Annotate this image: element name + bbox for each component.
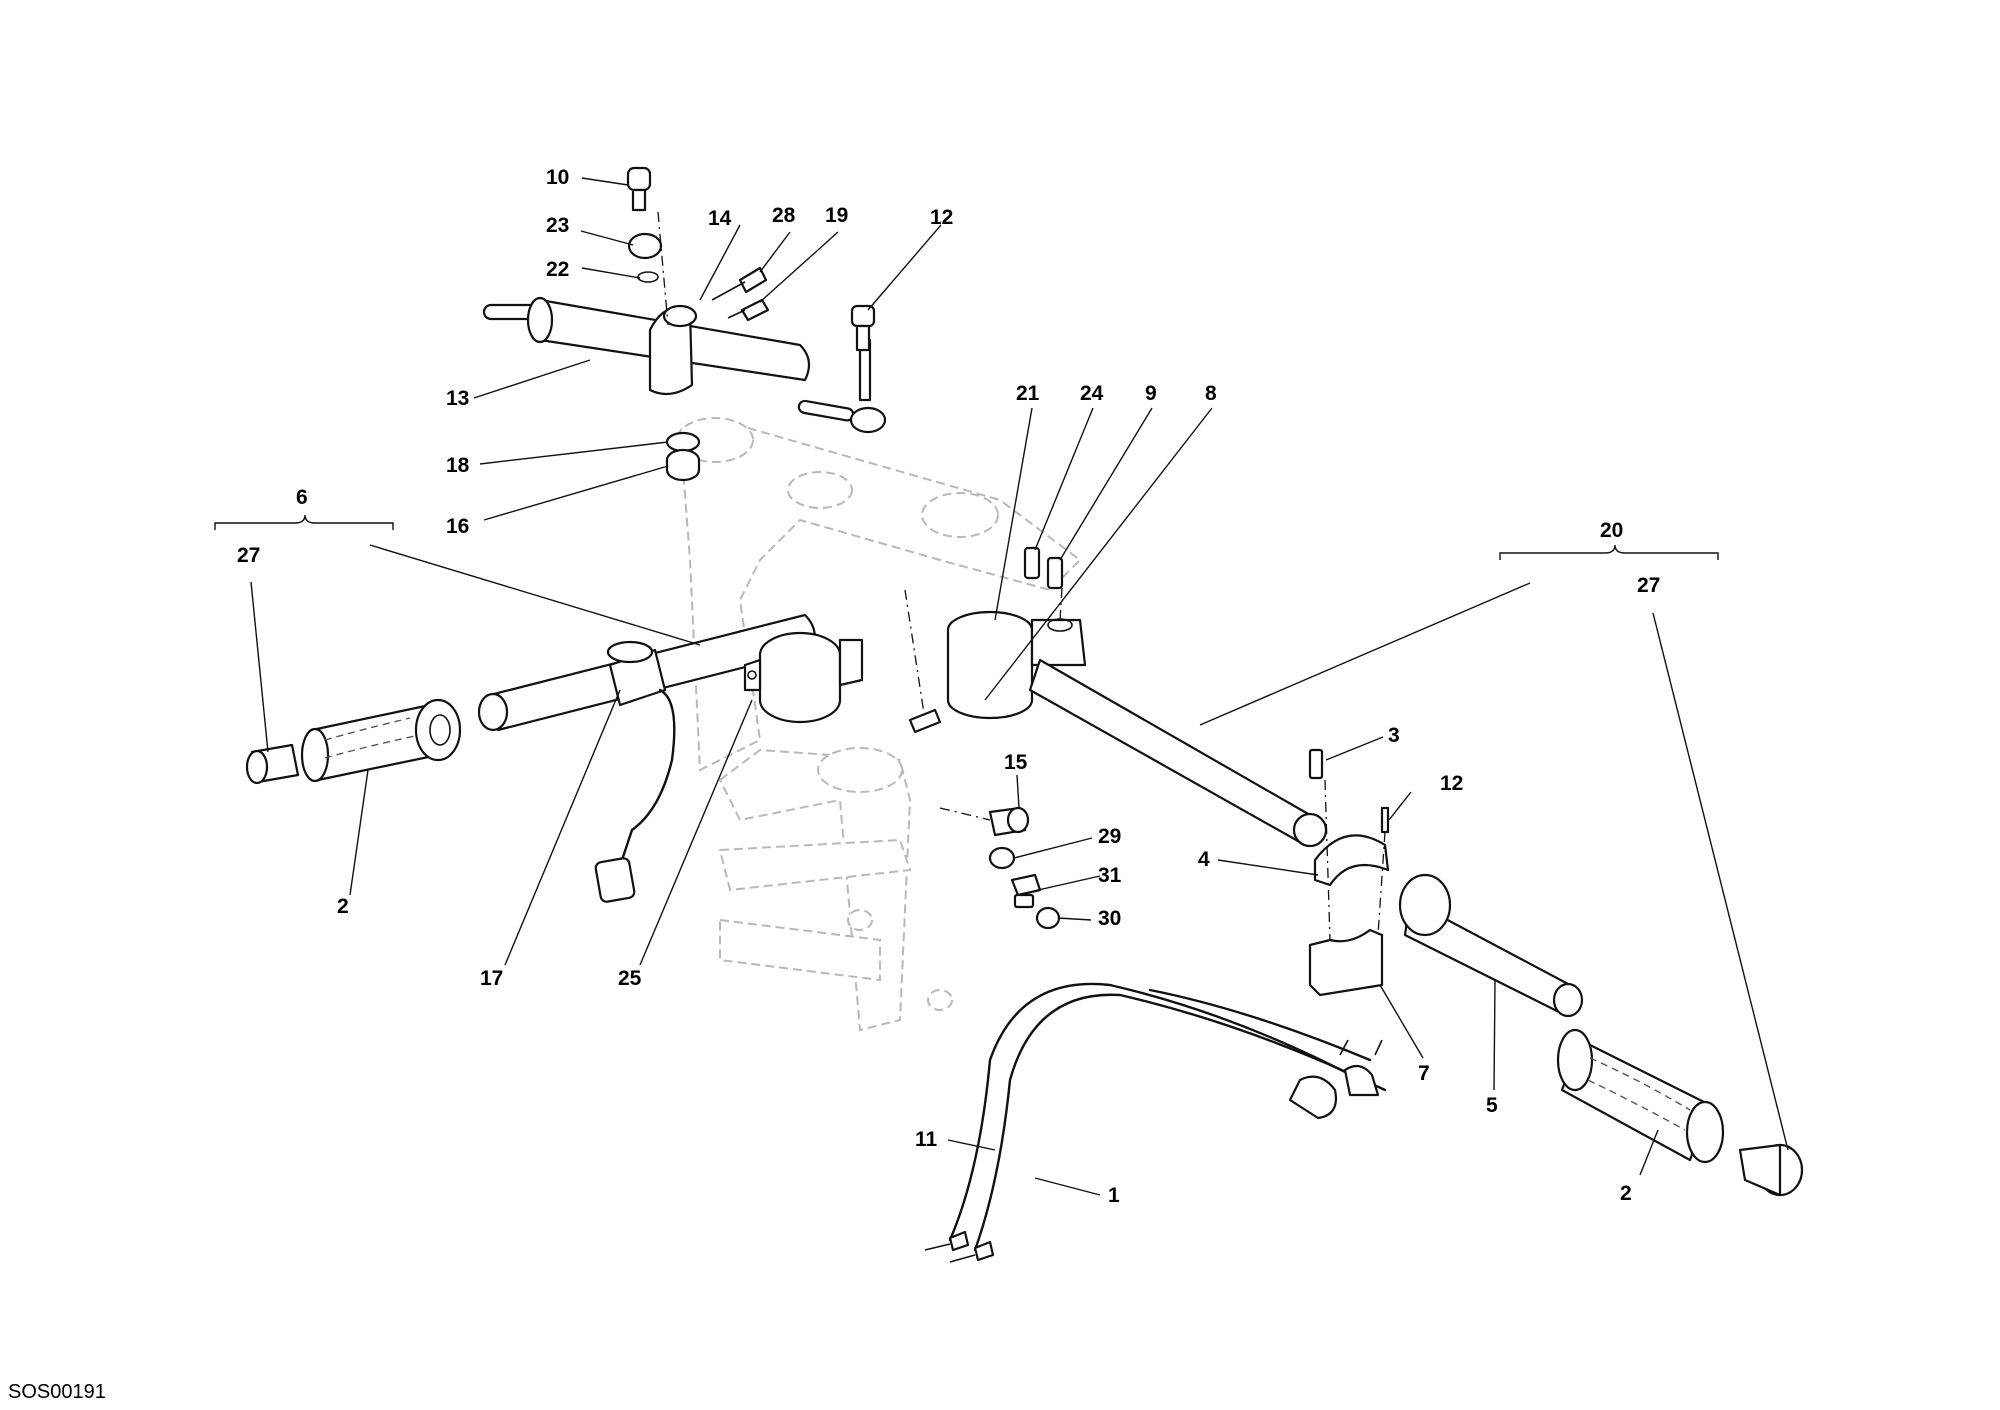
callout-7: 6 — [296, 486, 308, 509]
damper-fasteners — [626, 166, 876, 352]
riser-clamp — [1308, 748, 1390, 997]
callout-16: 15 — [1004, 751, 1028, 774]
steering-damper — [482, 296, 887, 434]
callout-23: 22 — [546, 258, 569, 281]
callout-17: 16 — [446, 515, 469, 538]
callout-10: 11 — [915, 1128, 938, 1151]
callout-14: 13 — [446, 387, 469, 410]
callout-12: 12 — [1440, 772, 1463, 795]
callout-20: 19 — [825, 204, 848, 227]
callout-18: 17 — [480, 967, 503, 990]
callout-6: 7 — [1418, 1062, 1430, 1085]
drawing-code: SOS00191 — [8, 1381, 106, 1403]
callout-13: 12 — [930, 206, 953, 229]
callout-24: 23 — [546, 214, 569, 237]
throttle-assembly — [1398, 873, 1804, 1197]
left-grip — [245, 698, 462, 785]
throttle-cables — [924, 982, 1387, 1263]
callout-29: 30 — [1098, 907, 1121, 930]
callout-9: 9 — [1145, 382, 1157, 405]
callout-4: 4 — [1198, 848, 1210, 871]
callout-25: 24 — [1080, 382, 1104, 405]
callout-5: 5 — [1486, 1094, 1498, 1117]
callout-28: 29 — [1098, 825, 1121, 848]
leader-lines — [250, 177, 1789, 1196]
callout-11: 10 — [546, 166, 569, 189]
frame-ghost — [676, 417, 1082, 1032]
callout-31: 31 — [1098, 864, 1122, 887]
callout-19: 18 — [446, 454, 470, 477]
mount-bolts — [988, 806, 1061, 930]
callout-27-right: 27 — [1637, 574, 1660, 597]
callout-26: 25 — [618, 967, 642, 990]
bushing-stack — [665, 431, 701, 482]
callout-3: 3 — [1388, 724, 1400, 747]
callout-21: 20 — [1600, 519, 1623, 542]
callout-1: 1 — [1108, 1184, 1120, 1207]
left-handlebar — [477, 613, 864, 903]
callout-15: 14 — [708, 207, 732, 230]
callout-27-left: 27 — [237, 544, 260, 567]
callout-2-right: 2 — [1620, 1182, 1632, 1205]
callout-2-left: 2 — [337, 895, 349, 918]
callout-22: 21 — [1016, 382, 1040, 405]
callout-30: 28 — [772, 204, 796, 227]
callout-labels: 10 23 22 14 28 19 12 13 18 16 6 27 21 24… — [237, 166, 1660, 1207]
group-brackets — [214, 514, 1719, 560]
axis-lines — [657, 211, 1386, 941]
callout-8: 8 — [1205, 382, 1217, 405]
right-handlebar — [908, 546, 1328, 848]
